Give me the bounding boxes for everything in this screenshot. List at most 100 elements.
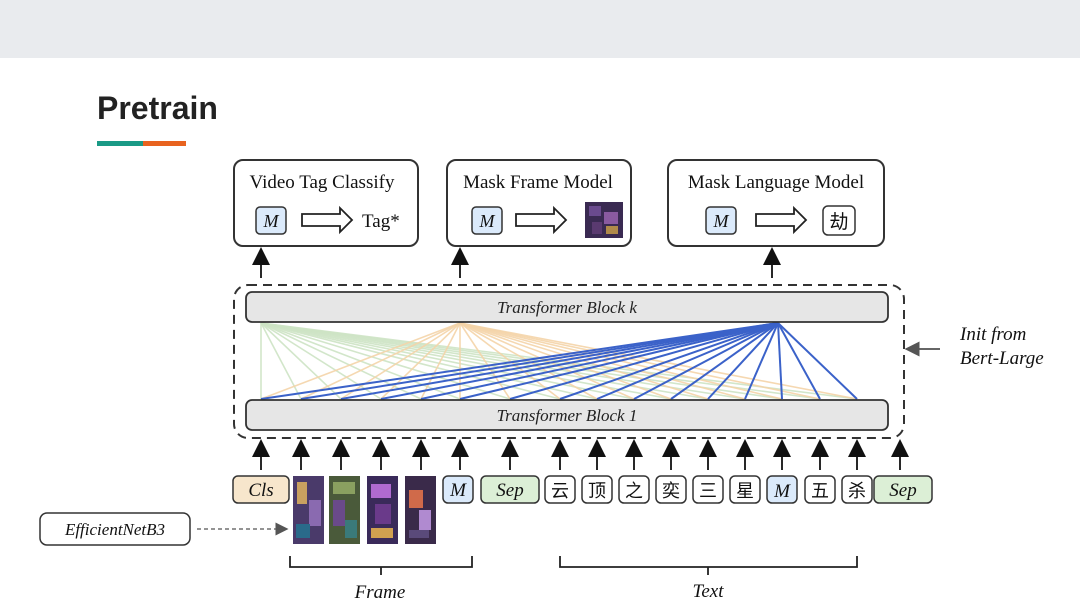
video-tag-mask-label: M [263, 211, 280, 231]
text-token-box [804, 475, 836, 504]
mask-language-output: 劫 [829, 211, 848, 233]
attention-line-frame-mask [459, 322, 672, 400]
sep-token-1-label: Sep [496, 480, 523, 501]
attention-line-text-mask [509, 322, 779, 400]
text-token-label: 之 [625, 481, 643, 502]
frame-mask-token-label: M [449, 480, 467, 501]
text-token-box [581, 475, 613, 504]
attention-line-frame-mask [340, 322, 461, 400]
attention-line-cls [260, 322, 598, 400]
sep-token-2 [873, 475, 933, 504]
title-underline-orange [143, 141, 186, 146]
efficientnet-box [39, 512, 191, 546]
top-bar [0, 0, 1080, 58]
mask-frame-arrow-icon [515, 205, 568, 235]
attention-line-frame-mask [420, 322, 461, 400]
attention-line-text-mask [777, 322, 858, 400]
attention-line-text-mask [559, 322, 779, 400]
video-tag-arrow-icon [301, 205, 354, 235]
attention-line-text-mask [260, 322, 779, 400]
mask-language-title: Mask Language Model [688, 172, 864, 193]
text-token-label: 三 [699, 481, 717, 502]
text-token-box [618, 475, 650, 504]
attention-line-frame-mask [380, 322, 461, 400]
mask-frame-mask-label: M [479, 211, 496, 231]
attention-line-text-mask [300, 322, 779, 400]
attention-line-text-mask [777, 322, 821, 400]
title-underline-teal [97, 141, 143, 146]
frame-thumbnail-3 [367, 476, 398, 544]
attention-line-text-mask [670, 322, 779, 400]
attention-line-frame-mask [459, 322, 561, 400]
output-arrows [252, 247, 781, 278]
mask-frame-mask-token [471, 206, 503, 235]
attention-line-cls [260, 322, 672, 400]
text-token-label: 顶 [588, 481, 606, 502]
mask-language-task: Mask Language Model M 劫 [667, 159, 885, 247]
attention-line-cls [260, 322, 511, 400]
attention-line-text-mask [777, 322, 783, 400]
text-token-box [729, 475, 761, 504]
frame-thumbnail-1 [293, 476, 324, 544]
attention-line-text-mask [340, 322, 779, 400]
attention-line-text-mask [707, 322, 779, 400]
init-note-line2: Bert-Large [960, 348, 1044, 369]
attention-line-frame-mask [459, 322, 598, 400]
mask-language-output-box [822, 205, 856, 236]
frame-mask-token [442, 475, 474, 504]
attention-line-text-mask [596, 322, 779, 400]
attention-line-frame-mask [260, 322, 461, 400]
text-token-box [544, 475, 576, 504]
text-token-label: 奕 [662, 481, 680, 502]
video-tag-mask-token [255, 206, 287, 235]
attention-line-cls [260, 322, 302, 400]
transformer-block-k [245, 291, 889, 323]
transformer-block-1 [245, 399, 889, 431]
text-token-box [841, 475, 873, 504]
text-token-box [766, 475, 798, 504]
frame-thumbnail-4 [405, 476, 436, 544]
attention-line-frame-mask [459, 322, 821, 400]
mask-language-arrow-icon [755, 205, 808, 235]
mask-language-mask-label: M [713, 211, 730, 231]
efficientnet-label: EfficientNetB3 [64, 520, 165, 539]
text-token-box [655, 475, 687, 504]
init-note-line1: Init from [959, 324, 1026, 345]
attention-line-frame-mask [300, 322, 461, 400]
video-tag-task: Video Tag Classify M Tag* [233, 159, 419, 247]
video-tag-output: Tag* [362, 211, 400, 232]
input-arrows [252, 439, 909, 470]
mask-language-mask-token [705, 206, 737, 235]
text-token-label: 云 [551, 481, 569, 502]
attention-line-text-mask [633, 322, 779, 400]
attention-line-text-mask [380, 322, 779, 400]
text-brace [559, 556, 858, 575]
sep-token-1 [480, 475, 540, 504]
mask-frame-task: Mask Frame Model M [446, 159, 632, 247]
transformer-container [233, 284, 905, 439]
text-token-box [692, 475, 724, 504]
cls-token-label: Cls [248, 480, 273, 501]
frame-thumbnail-2 [329, 476, 360, 544]
attention-line-text-mask [744, 322, 779, 400]
text-token-label: 杀 [848, 481, 866, 502]
text-token-label: 五 [811, 481, 829, 502]
attention-line-cls [260, 322, 635, 400]
sep-token-2-label: Sep [889, 480, 916, 501]
attention-lines [260, 322, 858, 400]
predicted-frame-thumbnail [585, 202, 623, 238]
transformer-block-1-label: Transformer Block 1 [497, 406, 638, 425]
transformer-block-k-label: Transformer Block k [497, 298, 637, 317]
frame-brace [289, 556, 473, 575]
cls-token [232, 475, 290, 504]
attention-line-frame-mask [459, 322, 511, 400]
attention-line-frame-mask [459, 322, 858, 400]
attention-line-text-mask [459, 322, 779, 400]
video-tag-title: Video Tag Classify [250, 172, 395, 193]
frame-group-label: Frame [354, 582, 406, 603]
text-token-label: M [773, 481, 791, 502]
text-token-label: 星 [736, 481, 754, 502]
